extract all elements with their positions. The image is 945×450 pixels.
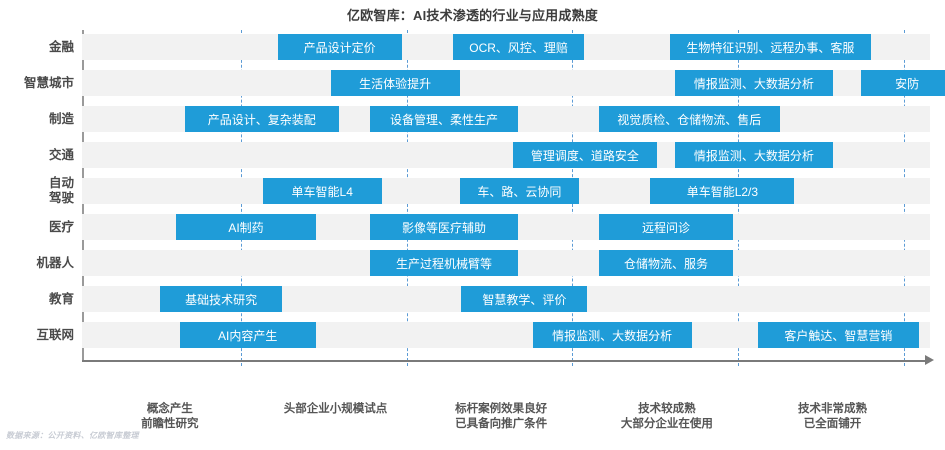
bar-segment[interactable]: 情报监测、大数据分析 — [675, 70, 833, 96]
bar-segment[interactable]: 生产过程机械臂等 — [370, 250, 518, 276]
stage-2: 头部企业小规模试点 — [246, 402, 426, 417]
row-label-教育: 教育 — [2, 292, 74, 307]
bar-segment[interactable]: 设备管理、柔性生产 — [370, 106, 518, 132]
chart-row: 产品设计、复杂装配 设备管理、柔性生产 视觉质检、仓储物流、售后 — [82, 106, 930, 132]
bar-segment[interactable]: 情报监测、大数据分析 — [675, 142, 833, 168]
chart-row: 生活体验提升 情报监测、大数据分析 安防 — [82, 70, 945, 96]
row-label-line: 金融 — [48, 39, 74, 54]
row-label-交通: 交通 — [2, 148, 74, 163]
bar-segment[interactable]: 视觉质检、仓储物流、售后 — [598, 106, 780, 132]
bar-segment[interactable]: 管理调度、道路安全 — [512, 142, 657, 168]
row-label-制造: 制造 — [2, 112, 74, 127]
row-label-line: 互联网 — [36, 327, 74, 342]
stage-label-line: 头部企业小规模试点 — [283, 403, 388, 415]
bar-segment[interactable]: 远程问诊 — [598, 214, 734, 240]
chart-row: AI制药 影像等医疗辅助 远程问诊 — [82, 214, 930, 240]
row-label-互联网: 互联网 — [2, 328, 74, 343]
row-label-机器人: 机器人 — [2, 256, 74, 271]
stage-label-line: 已全面铺开 — [803, 418, 862, 430]
row-label-line: 驾驶 — [48, 191, 74, 205]
stage-label-line: 标杆案例效果良好 — [455, 403, 548, 415]
stage-label-line: 已具备向推广条件 — [455, 418, 548, 430]
stage-4: 技术较成熟大部分企业在使用 — [577, 402, 757, 432]
row-label-医疗: 医疗 — [2, 220, 74, 235]
stage-5: 技术非常成熟已全面铺开 — [743, 402, 923, 432]
stage-label-line: 技术非常成熟 — [798, 403, 868, 415]
row-label-金融: 金融 — [2, 40, 74, 55]
bar-segment[interactable]: AI制药 — [176, 214, 316, 240]
chart-row: 生产过程机械臂等 仓储物流、服务 — [82, 250, 930, 276]
chart-row: 单车智能L4 车、路、云协同 单车智能L2/3 — [82, 178, 930, 204]
bar-segment[interactable]: 影像等医疗辅助 — [370, 214, 518, 240]
row-label-line: 制造 — [48, 111, 74, 126]
bar-segment[interactable]: 单车智能L2/3 — [650, 178, 795, 204]
bar-segment[interactable]: 生活体验提升 — [330, 70, 460, 96]
row-label-line: 教育 — [48, 291, 74, 306]
stage-label-line: 技术较成熟 — [638, 403, 696, 415]
chart-row: 基础技术研究 智慧教学、评价 — [82, 286, 930, 312]
bar-segment[interactable]: 仓储物流、服务 — [598, 250, 734, 276]
stage-label-line: 大部分企业在使用 — [620, 418, 713, 430]
chart-row: AI内容产生 情报监测、大数据分析 客户触达、智慧营销 — [82, 322, 930, 348]
chart-row: 产品设计定价 OCR、风控、理赔 生物特征识别、远程办事、客服 — [82, 34, 930, 60]
bar-segment[interactable]: 车、路、云协同 — [459, 178, 580, 204]
x-axis-arrow-icon — [925, 355, 934, 365]
bar-segment[interactable]: 情报监测、大数据分析 — [532, 322, 692, 348]
row-label-智慧城市: 智慧城市 — [2, 76, 74, 91]
bar-segment[interactable]: 产品设计定价 — [277, 34, 402, 60]
stage-3: 标杆案例效果良好已具备向推广条件 — [411, 402, 591, 432]
bar-segment[interactable]: 产品设计、复杂装配 — [184, 106, 339, 132]
row-label-line: 医疗 — [48, 219, 74, 234]
bar-segment[interactable]: 基础技术研究 — [159, 286, 283, 312]
bar-segment[interactable]: 客户触达、智慧营销 — [758, 322, 919, 348]
bar-segment[interactable]: 智慧教学、评价 — [461, 286, 588, 312]
bar-segment[interactable]: AI内容产生 — [179, 322, 316, 348]
row-label-line: 自动 — [48, 176, 74, 190]
x-axis-line — [82, 360, 927, 362]
bar-segment[interactable]: OCR、风控、理赔 — [453, 34, 585, 60]
chart-row: 管理调度、道路安全情报监测、大数据分析 — [82, 142, 930, 168]
bar-segment[interactable]: 单车智能L4 — [262, 178, 382, 204]
row-label-自动驾驶: 自动驾驶 — [2, 176, 74, 206]
row-label-line: 机器人 — [36, 255, 74, 270]
bar-segment[interactable]: 安防 — [860, 70, 945, 96]
row-label-line: 智慧城市 — [23, 75, 74, 90]
stage-label-line: 概念产生 — [146, 403, 193, 415]
stage-1: 概念产生前瞻性研究 — [80, 402, 260, 432]
page-title: 亿欧智库：AI技术渗透的行业与应用成熟度 — [346, 8, 598, 23]
source-footnote: 数据来源：公开资料、亿欧智库整理 — [6, 431, 139, 440]
stage-label-line: 前瞻性研究 — [141, 418, 199, 430]
row-label-line: 交通 — [48, 147, 74, 162]
bar-segment[interactable]: 生物特征识别、远程办事、客服 — [670, 34, 871, 60]
